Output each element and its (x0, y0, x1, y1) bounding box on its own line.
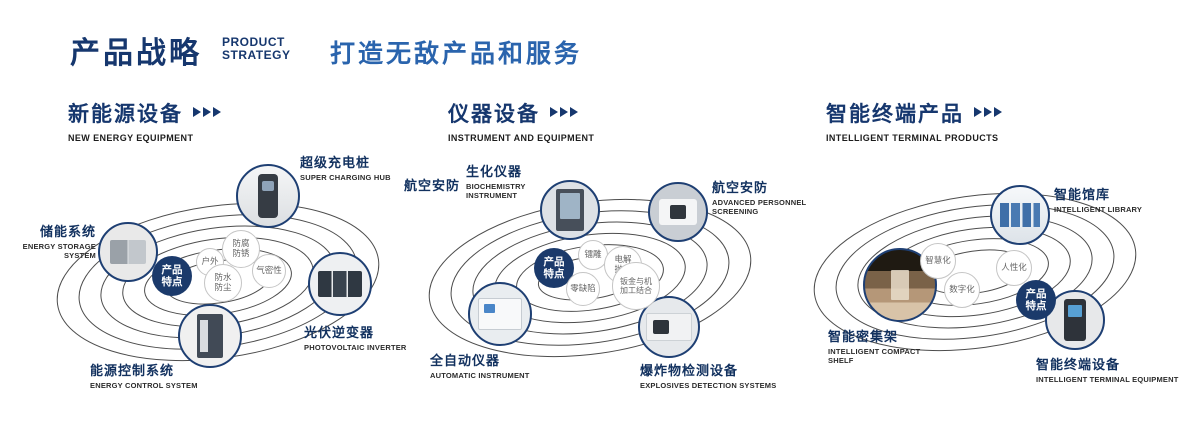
section-intelligent-header: 智能终端产品 INTELLIGENT TERMINAL PRODUCTS (826, 98, 1004, 143)
feature-label: 防水防尘 (214, 272, 232, 292)
equipment-graphic (556, 189, 584, 231)
label-intelligent-library: 智能馆库 INTELLIGENT LIBRARY (1054, 184, 1174, 214)
feature-badge-label: 产品特点 (543, 255, 565, 280)
feature-bubble: 零缺陷 (566, 272, 600, 306)
equipment-graphic (891, 270, 909, 300)
feature-badge-label: 产品特点 (161, 263, 183, 288)
section-subtitle: NEW ENERGY EQUIPMENT (68, 133, 194, 143)
label-biochemistry: 生化仪器 BIOCHEMISTRY INSTRUMENT (466, 161, 538, 201)
triple-arrow-icon (193, 104, 223, 122)
feature-badge: 产品特点 (534, 248, 574, 288)
product-name: 全自动仪器 (430, 353, 501, 368)
feature-label: 防腐防锈 (232, 238, 250, 258)
energy-storage-image (98, 222, 158, 282)
feature-bubble: 钣金与机加工结合 (612, 262, 660, 310)
feature-badge: 产品特点 (152, 256, 192, 296)
equipment-graphic (478, 298, 522, 330)
section-subtitle: INSTRUMENT AND EQUIPMENT (448, 133, 595, 143)
personnel-screening-image (648, 182, 708, 242)
label-energy-control: 能源控制系统 ENERGY CONTROL SYSTEM (90, 360, 220, 390)
feature-label: 数字化 (949, 284, 975, 295)
product-name-en: ENERGY STORAGE SYSTEM (22, 242, 96, 261)
section-title: 新能源设备 (68, 103, 183, 126)
product-name: 储能系统 (39, 224, 96, 239)
page-title-en: PRODUCT STRATEGY (222, 36, 290, 62)
feature-badge-label: 产品特点 (1025, 287, 1047, 312)
product-name: 智能馆库 (1054, 187, 1111, 202)
feature-bubble: 防水防尘 (204, 264, 242, 302)
label-compact-shelf: 智能密集架 INTELLIGENT COMPACT SHELF (828, 326, 938, 366)
product-name-en: PHOTOVOLTAIC INVERTER (304, 343, 407, 352)
product-name: 光伏逆变器 (304, 325, 375, 340)
product-name-en: INTELLIGENT TERMINAL EQUIPMENT (1036, 375, 1179, 384)
automatic-instrument-image (468, 282, 532, 346)
product-name: 能源控制系统 (90, 363, 175, 378)
charging-pile-image (236, 164, 300, 228)
product-name: 生化仪器 (466, 164, 523, 179)
feature-label: 零缺陷 (570, 283, 596, 294)
feature-label: 户外 (201, 256, 219, 267)
feature-bubble: 气密性 (252, 254, 286, 288)
product-name-en: INTELLIGENT COMPACT SHELF (828, 347, 921, 366)
label-automatic-instrument: 全自动仪器 AUTOMATIC INSTRUMENT (430, 350, 560, 380)
equipment-graphic (1064, 299, 1086, 341)
label-aviation-security: 航空安防 (404, 175, 460, 194)
feature-bubble: 数字化 (944, 272, 980, 308)
label-personnel-screening: 航空安防 ADVANCED PERSONNEL SCREENING (712, 177, 824, 217)
product-name: 航空安防 (712, 180, 769, 195)
equipment-graphic (110, 240, 146, 264)
page-title: 产品战略 (70, 37, 202, 70)
triple-arrow-icon (974, 104, 1004, 122)
equipment-graphic (318, 271, 362, 297)
section-new-energy-header: 新能源设备 NEW ENERGY EQUIPMENT (68, 98, 223, 143)
terminal-kiosk-image (1045, 290, 1105, 350)
label-explosives-detection: 爆炸物检测设备 EXPLOSIVES DETECTION SYSTEMS (640, 360, 790, 390)
feature-badge: 产品特点 (1016, 280, 1056, 320)
page-title-en-line2: STRATEGY (222, 47, 291, 62)
equipment-graphic (646, 313, 692, 341)
feature-label: 气密性 (256, 265, 282, 276)
feature-label: 人性化 (1001, 262, 1027, 273)
product-name: 超级充电桩 (300, 155, 371, 170)
equipment-graphic (258, 174, 278, 218)
page-title-en-line1: PRODUCT (222, 35, 285, 49)
product-name: 爆炸物检测设备 (640, 363, 739, 378)
product-name: 智能终端设备 (1036, 357, 1121, 372)
feature-label: 智慧化 (925, 255, 951, 266)
section-subtitle: INTELLIGENT TERMINAL PRODUCTS (826, 133, 999, 143)
triple-arrow-icon (550, 104, 580, 122)
intelligent-library-image (990, 185, 1050, 245)
product-name-en: ENERGY CONTROL SYSTEM (90, 381, 198, 390)
product-name: 航空安防 (404, 178, 461, 193)
product-name-en: SUPER CHARGING HUB (300, 173, 391, 182)
equipment-graphic (1000, 203, 1040, 227)
section-instruments-header: 仪器设备 INSTRUMENT AND EQUIPMENT (448, 98, 594, 143)
feature-label: 钣金与机加工结合 (619, 276, 652, 295)
product-name-en: INTELLIGENT LIBRARY (1054, 205, 1143, 214)
biochemistry-instrument-image (540, 180, 600, 240)
label-terminal-equipment: 智能终端设备 INTELLIGENT TERMINAL EQUIPMENT (1036, 354, 1196, 384)
section-title: 智能终端产品 (826, 103, 964, 126)
label-charging-hub: 超级充电桩 SUPER CHARGING HUB (300, 152, 420, 182)
product-name-en: AUTOMATIC INSTRUMENT (430, 371, 530, 380)
product-name: 智能密集架 (828, 329, 899, 344)
feature-bubble: 智慧化 (920, 243, 956, 279)
feature-label: 镭雕 (584, 249, 602, 260)
energy-control-image (178, 304, 242, 368)
section-title: 仪器设备 (448, 103, 540, 126)
label-energy-storage: 储能系统 ENERGY STORAGE SYSTEM (8, 221, 96, 261)
pv-inverter-image (308, 252, 372, 316)
feature-bubble: 人性化 (996, 250, 1032, 286)
equipment-graphic (659, 199, 697, 225)
product-name-en: ADVANCED PERSONNEL SCREENING (712, 198, 807, 217)
label-pv-inverter: 光伏逆变器 PHOTOVOLTAIC INVERTER (304, 322, 424, 352)
page-subtitle: 打造无敌产品和服务 (330, 40, 583, 68)
product-name-en: BIOCHEMISTRY INSTRUMENT (466, 182, 526, 201)
product-name-en: EXPLOSIVES DETECTION SYSTEMS (640, 381, 777, 390)
equipment-graphic (197, 314, 223, 358)
